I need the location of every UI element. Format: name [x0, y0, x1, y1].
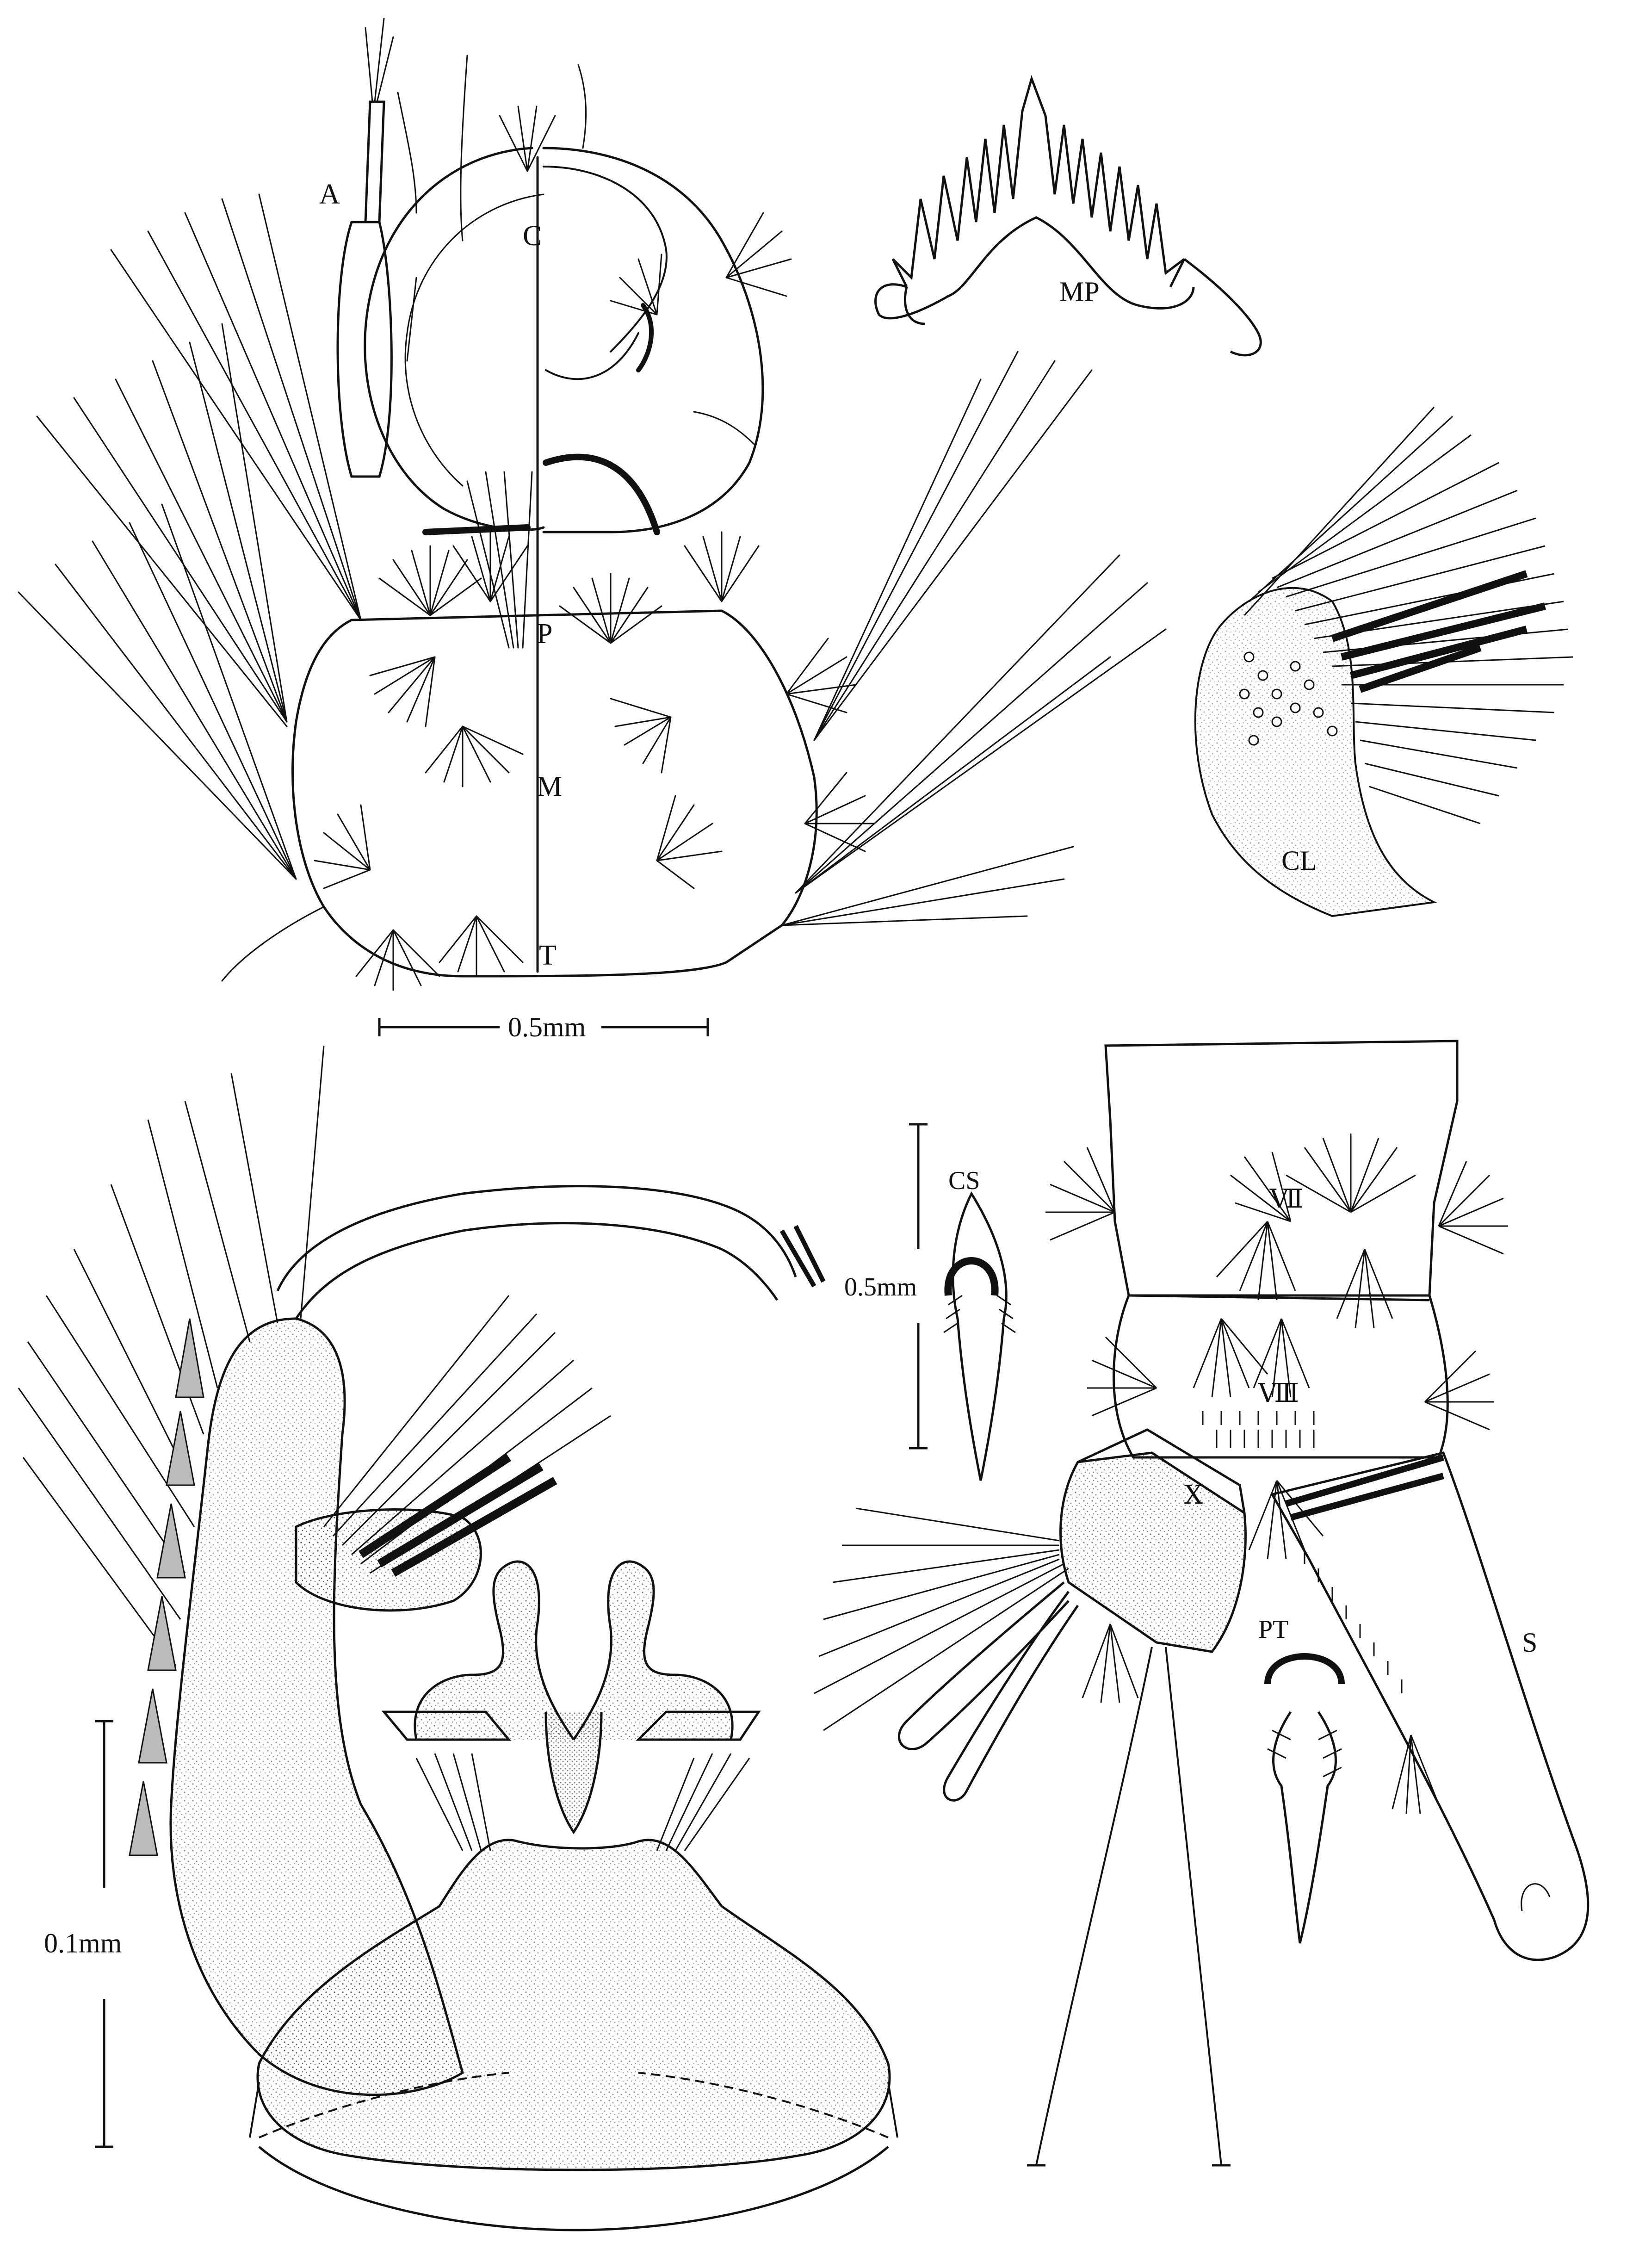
antenna-outline	[336, 221, 393, 478]
scale-bar-top	[378, 1018, 709, 1036]
label-pecten-tooth: PT	[1258, 1615, 1288, 1644]
label-comb-lobe: CL	[1281, 845, 1317, 876]
label-segment-7: Ⅶ	[1269, 1185, 1303, 1214]
larval-terminal-segments	[814, 1040, 1590, 2167]
stellate-setae	[314, 105, 875, 991]
label-mentum-plate: MP	[1059, 276, 1100, 307]
label-siphon: S	[1522, 1627, 1537, 1658]
anal-papillae	[897, 1581, 1079, 1802]
label-segment-8: Ⅷ	[1258, 1379, 1299, 1408]
right-long-setae	[781, 351, 1167, 926]
gonostylus	[276, 1185, 797, 1320]
label-segment-10: Ⅹ	[1184, 1481, 1203, 1510]
label-metathorax: T	[539, 940, 557, 971]
comb-scale-drawing	[943, 1191, 1016, 1481]
left-long-setae	[18, 193, 362, 982]
scale-label-middle: 0.5mm	[844, 1273, 917, 1301]
saddle	[1059, 1451, 1247, 1653]
mentum-plate-drawing	[874, 75, 1262, 357]
thorax-outline	[291, 609, 818, 978]
pecten-tooth-drawing	[1264, 1653, 1345, 1944]
label-antenna: A	[319, 179, 340, 210]
label-head: C	[523, 220, 542, 252]
label-mesothorax: M	[537, 771, 562, 802]
larva-head-thorax	[18, 18, 1167, 991]
siphon	[1270, 1451, 1590, 1961]
label-comb-scale: CS	[948, 1166, 980, 1195]
head-capsule	[364, 147, 545, 531]
scale-label-top: 0.5mm	[508, 1012, 586, 1042]
scale-bar-left	[95, 1720, 113, 2148]
comb-lobe-drawing	[1194, 406, 1573, 917]
scale-label-left: 0.1mm	[44, 1928, 122, 1958]
scale-bar-middle	[909, 1123, 928, 1450]
label-prothorax: P	[537, 618, 552, 650]
male-genitalia-drawing	[18, 1045, 898, 2231]
